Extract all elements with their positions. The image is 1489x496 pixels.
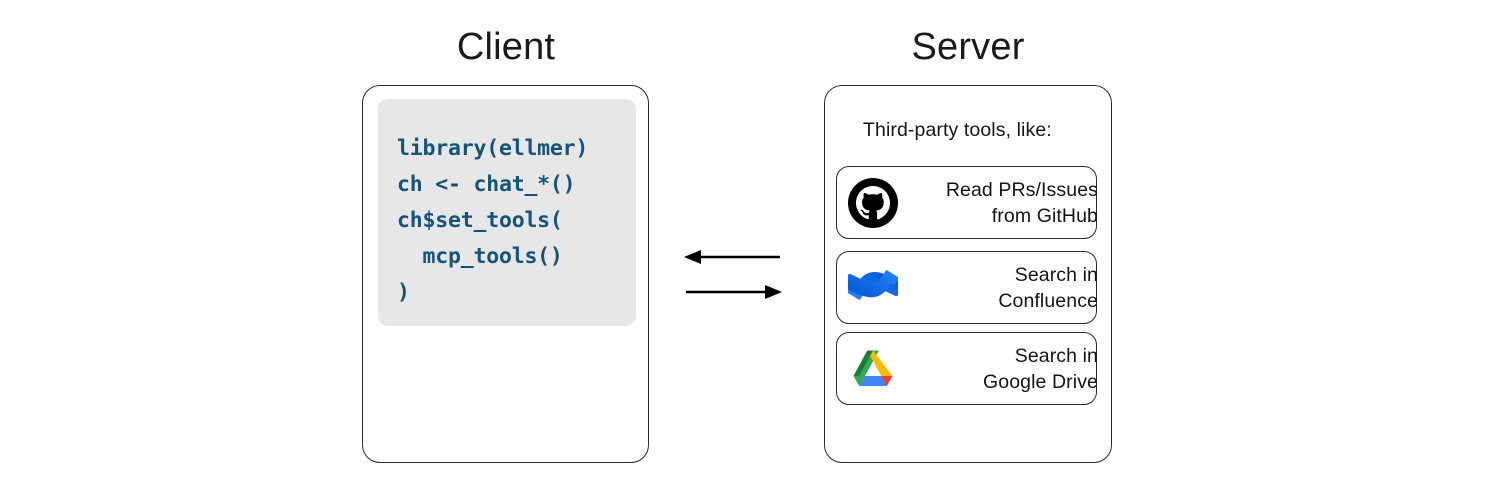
code-line: ch <- chat_*() bbox=[397, 172, 576, 197]
client-panel-title: Client bbox=[456, 26, 556, 68]
client-to-server-arrow bbox=[686, 285, 782, 299]
tool-label-line: Google Drive bbox=[982, 370, 1098, 393]
third-party-tools-caption: Third-party tools, like: bbox=[863, 119, 1052, 141]
code-line: ) bbox=[397, 280, 410, 305]
tool-label-line: from GitHub bbox=[991, 204, 1098, 227]
tool-label-line: Search in bbox=[1014, 264, 1098, 286]
google-drive-icon bbox=[853, 350, 893, 386]
tool-label-line: Search in bbox=[1014, 345, 1098, 367]
code-block: library(ellmer) ch <- chat_*() ch$set_to… bbox=[378, 99, 636, 326]
confluence-icon bbox=[848, 270, 898, 300]
tool-card-google-drive-label: Search in Google Drive bbox=[906, 344, 1098, 395]
code-line: ch$set_tools( bbox=[397, 208, 563, 233]
tool-card-google-drive[interactable]: Search in Google Drive bbox=[836, 332, 1098, 405]
tool-card-confluence-label: Search in Confluence bbox=[906, 263, 1098, 314]
server-panel-title: Server bbox=[911, 26, 1025, 68]
tool-card-github-label: Read PRs/Issues from GitHub bbox=[906, 178, 1098, 229]
server-to-client-arrow bbox=[684, 250, 780, 264]
code-line: mcp_tools() bbox=[397, 244, 563, 269]
code-line: library(ellmer) bbox=[397, 136, 589, 161]
tool-card-github[interactable]: Read PRs/Issues from GitHub bbox=[836, 166, 1098, 239]
github-icon bbox=[848, 178, 898, 228]
tool-label-line: Read PRs/Issues bbox=[945, 179, 1098, 201]
server-panel: Third-party tools, like: Read PRs/Issues… bbox=[824, 85, 1112, 463]
client-panel: library(ellmer) ch <- chat_*() ch$set_to… bbox=[362, 85, 649, 463]
connection-arrows bbox=[684, 250, 782, 299]
tool-card-confluence[interactable]: Search in Confluence bbox=[836, 251, 1098, 324]
tool-label-line: Confluence bbox=[998, 289, 1098, 312]
